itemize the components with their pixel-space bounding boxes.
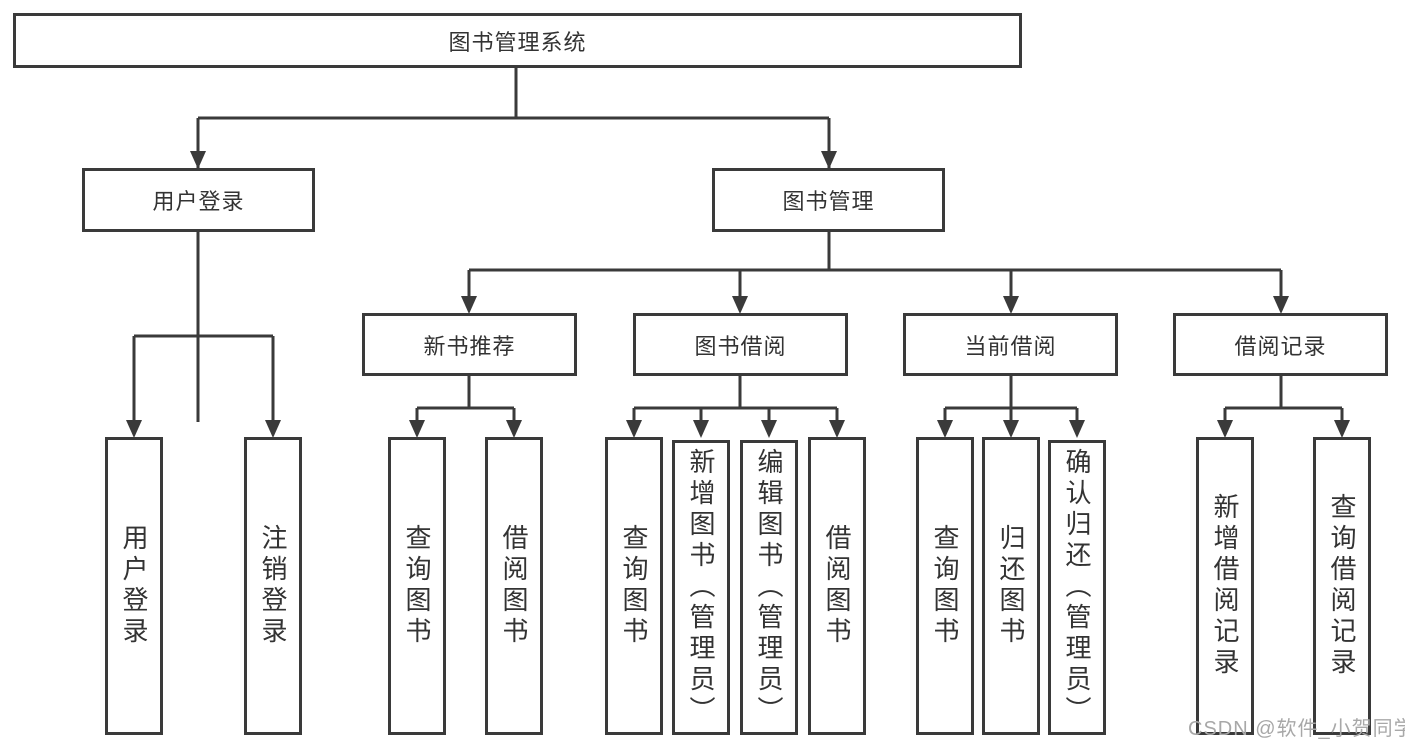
leaf-label: 借阅图书	[499, 524, 529, 648]
leaf-add-book-admin: 新增图书（管理员）	[672, 440, 730, 735]
node-label: 新书推荐	[423, 333, 516, 359]
node-label: 图书借阅	[694, 333, 787, 359]
leaf-query-books-current: 查询图书	[916, 437, 974, 735]
leaf-label: 用户登录	[119, 524, 149, 648]
node-label: 借阅记录	[1234, 333, 1327, 359]
leaf-query-books-borrow: 查询图书	[605, 437, 663, 735]
node-library-management-system: 图书管理系统	[13, 13, 1022, 68]
leaf-label: 新增借阅记录	[1210, 493, 1240, 679]
node-new-book-recommend: 新书推荐	[362, 313, 577, 376]
leaf-label: 编辑图书（管理员）	[754, 448, 784, 727]
leaf-edit-book-admin: 编辑图书（管理员）	[740, 440, 798, 735]
node-label: 当前借阅	[964, 333, 1057, 359]
node-current-borrow: 当前借阅	[903, 313, 1118, 376]
leaf-label: 查询图书	[619, 524, 649, 648]
node-book-management: 图书管理	[712, 168, 945, 232]
leaf-borrow-books-recommend: 借阅图书	[485, 437, 543, 735]
node-borrow-records: 借阅记录	[1173, 313, 1388, 376]
leaf-label: 查询图书	[930, 524, 960, 648]
leaf-query-borrow-record: 查询借阅记录	[1313, 437, 1371, 735]
leaf-label: 归还图书	[996, 524, 1026, 648]
leaf-confirm-return-admin: 确认归还（管理员）	[1048, 440, 1106, 735]
leaf-logout: 注销登录	[244, 437, 302, 735]
node-user-login: 用户登录	[82, 168, 315, 232]
node-label: 用户登录	[152, 189, 245, 214]
leaf-add-borrow-record: 新增借阅记录	[1196, 437, 1254, 735]
node-label: 图书管理系统	[448, 29, 587, 55]
leaf-label: 确认归还（管理员）	[1062, 448, 1092, 727]
leaf-label: 查询图书	[402, 524, 432, 648]
node-label: 图书管理	[782, 189, 875, 214]
leaf-label: 新增图书（管理员）	[686, 448, 716, 727]
leaf-query-books-recommend: 查询图书	[388, 437, 446, 735]
leaf-return-book: 归还图书	[982, 437, 1040, 735]
node-book-borrow: 图书借阅	[633, 313, 848, 376]
leaf-label: 注销登录	[258, 524, 288, 648]
leaf-label: 查询借阅记录	[1327, 493, 1357, 679]
leaf-borrow-books-borrow: 借阅图书	[808, 437, 866, 735]
csdn-watermark: CSDN @软件_小贺同学	[1188, 718, 1405, 740]
leaf-user-login: 用户登录	[105, 437, 163, 735]
leaf-label: 借阅图书	[822, 524, 852, 648]
